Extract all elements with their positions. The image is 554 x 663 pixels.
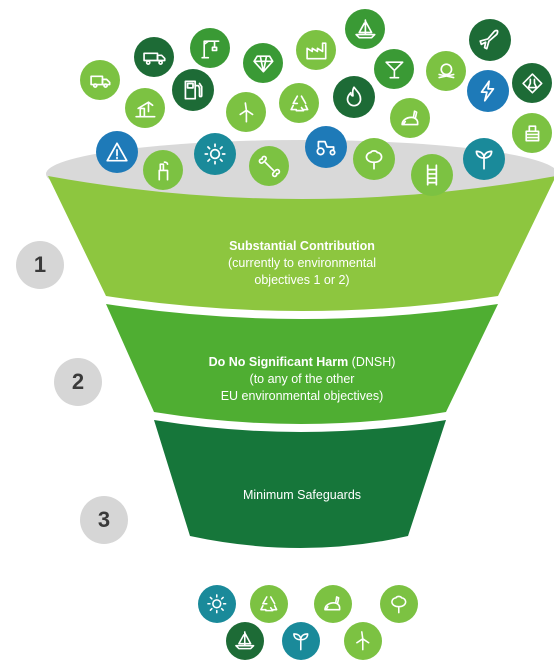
sailboat-icon <box>345 9 385 49</box>
smokestack-icon <box>143 150 183 190</box>
stage-1-text: Substantial Contribution (currently to e… <box>172 238 432 289</box>
stage-2-line2: (to any of the other <box>249 372 355 386</box>
airplane-icon <box>469 19 511 61</box>
recycle-icon <box>279 83 319 123</box>
funnel-stage-3 <box>154 420 446 548</box>
stage-1-line3: objectives 1 or 2) <box>254 273 350 287</box>
wind-turbine-icon <box>344 622 382 660</box>
funnel-stage-2 <box>106 304 498 424</box>
ladder-icon <box>411 154 453 196</box>
chemical-flask-icon <box>512 63 552 103</box>
stage-3-title: Minimum Safeguards <box>242 488 362 502</box>
step-number-1: 1 <box>16 241 64 289</box>
sun-icon <box>198 585 236 623</box>
rabbit-icon <box>314 585 352 623</box>
toxic-skull-icon <box>426 51 466 91</box>
stage-1-title: Substantial Contribution <box>229 239 375 253</box>
factory-icon <box>296 30 336 70</box>
step-number-2: 2 <box>54 358 102 406</box>
stage-1-line2: (currently to environmental <box>228 256 376 270</box>
wind-turbine-icon <box>226 92 266 132</box>
sailboat-icon <box>226 622 264 660</box>
truck-icon <box>80 60 120 100</box>
warning-icon <box>96 131 138 173</box>
diamond-icon <box>243 43 283 83</box>
stage-2-text: Do No Significant Harm (DNSH) (to any of… <box>172 354 432 405</box>
funnel-stage-1 <box>48 176 554 311</box>
bone-icon <box>249 146 289 186</box>
sprout-icon <box>463 138 505 180</box>
sun-icon <box>194 133 236 175</box>
stage-2-title: Do No Significant Harm (DNSH) <box>208 355 396 369</box>
tractor-icon <box>305 126 347 168</box>
lightning-icon <box>467 70 509 112</box>
step-number-3: 3 <box>80 496 128 544</box>
recycle-icon <box>250 585 288 623</box>
stage-3-text: Minimum Safeguards <box>172 487 432 504</box>
tree-icon <box>380 585 418 623</box>
cocktail-glass-icon <box>374 49 414 89</box>
fuel-pump-icon <box>172 69 214 111</box>
lorry-icon <box>134 37 174 77</box>
oil-pump-icon <box>125 88 165 128</box>
sprout-icon <box>282 622 320 660</box>
rabbit-icon <box>390 98 430 138</box>
tree-icon <box>353 138 395 180</box>
layers-icon <box>512 113 552 153</box>
flame-icon <box>333 76 375 118</box>
crane-icon <box>190 28 230 68</box>
stage-2-line3: EU environmental objectives) <box>220 389 384 403</box>
